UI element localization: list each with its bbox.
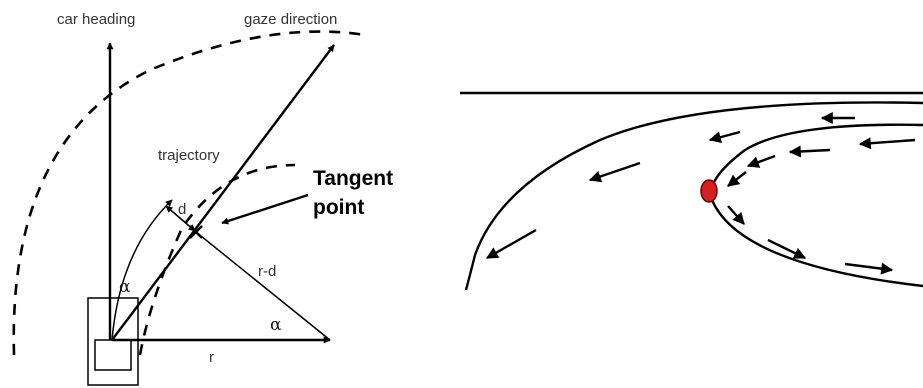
outer-road-curve [473, 101, 923, 256]
tangent-point-pointer [221, 193, 309, 225]
car-icon [87, 297, 139, 386]
r-minus-d-label: r-d [258, 263, 276, 280]
alpha-label-car: α [119, 277, 131, 297]
d-label: d [178, 201, 186, 218]
outward-flow-arrows [727, 205, 894, 275]
tangent-point-cross [189, 225, 203, 239]
trajectory-arc [111, 199, 173, 341]
tangent-point-label-line1: Tangent [313, 167, 393, 190]
inner-road-edge [138, 163, 296, 356]
r-minus-d-line [195, 231, 331, 341]
inner-flow-arrows [727, 137, 916, 187]
tangent-point-marker-icon [700, 179, 718, 203]
car-heading-label: car heading [57, 11, 135, 28]
gaze-direction-label: gaze direction [244, 11, 337, 28]
geometry-diagram: car heading gaze direction trajectory Ta… [12, 11, 393, 386]
outer-road-dashed [464, 254, 477, 291]
alpha-label-center: α [270, 315, 282, 335]
flow-diagram [460, 91, 923, 291]
gaze-direction-arrow [111, 44, 335, 341]
tangent-point-label-line2: point [313, 196, 364, 219]
outer-road-edge [12, 30, 366, 356]
trajectory-label: trajectory [158, 147, 220, 164]
inner-road-curve [709, 123, 923, 288]
outer-flow-arrows [485, 112, 855, 260]
r-label: r [209, 349, 214, 366]
